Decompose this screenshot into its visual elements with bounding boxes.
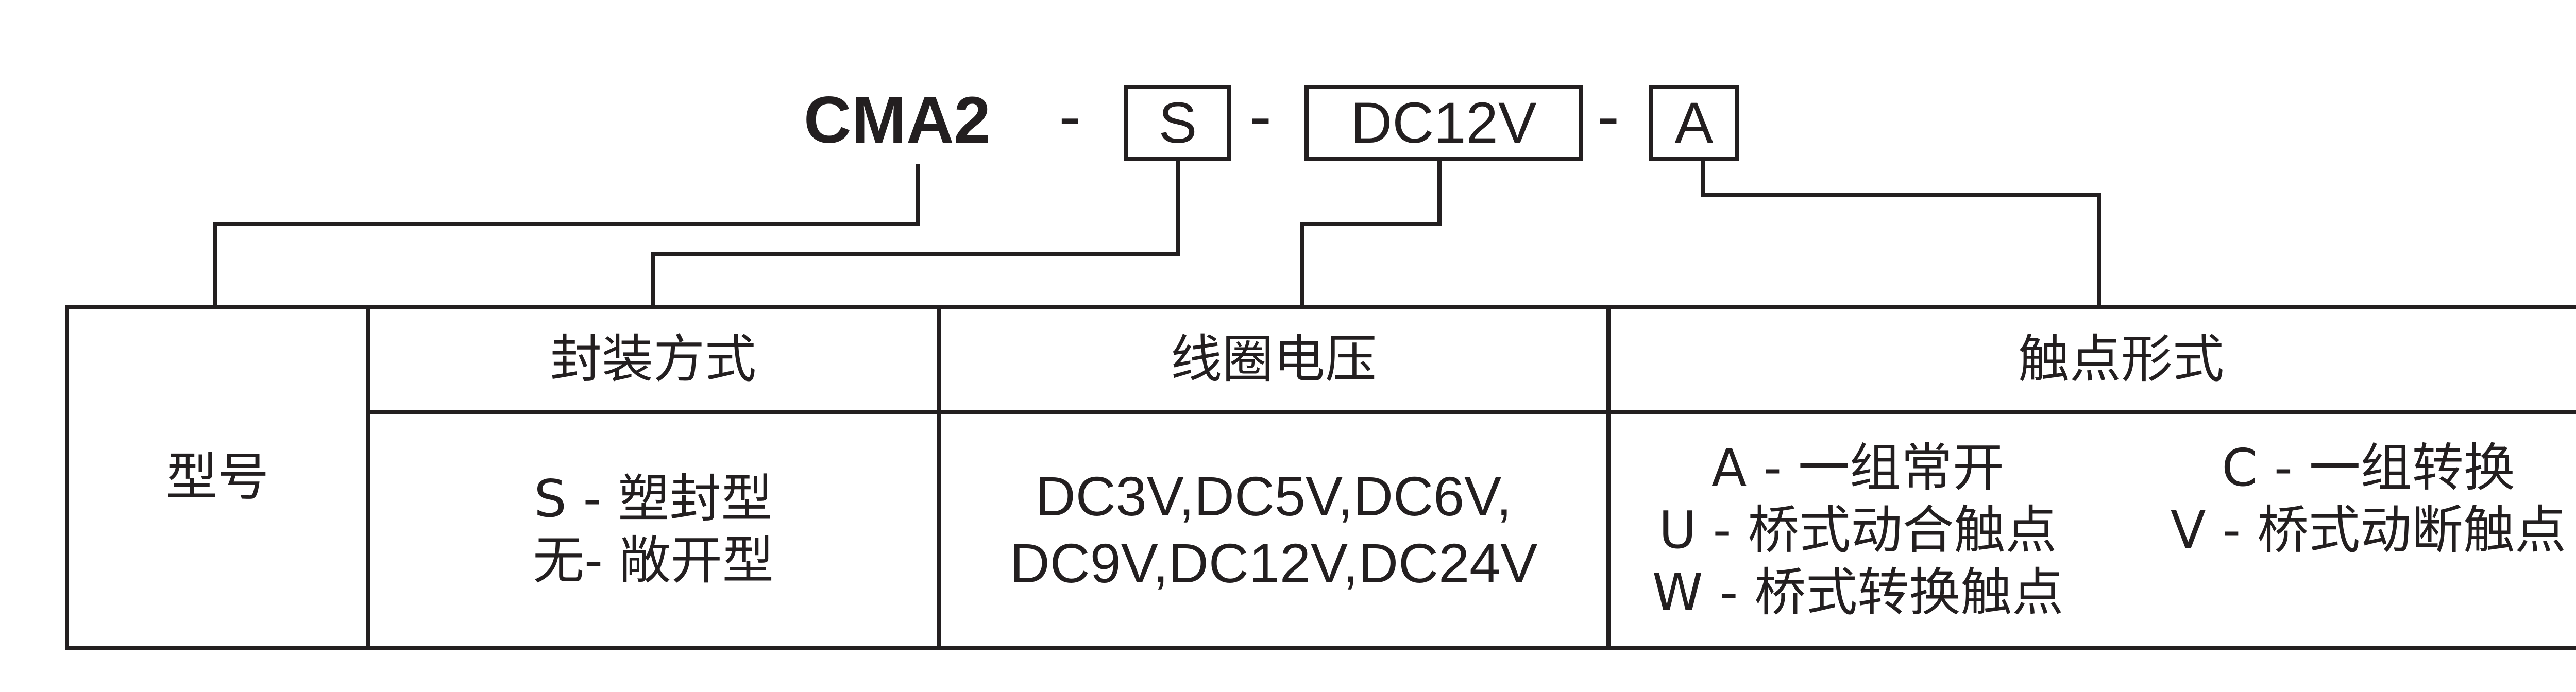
contact-options-cell: A - 一组常开 C - 一组转换 U - 桥式动合触点 V - 桥式动断触点 … — [1606, 410, 2576, 650]
contact-option: C - 一组转换 — [2222, 437, 2515, 498]
contact-option: A - 一组常开 — [1711, 437, 2005, 498]
separator-dash: - — [1059, 81, 1081, 153]
header-packaging: 封装方式 — [366, 305, 941, 414]
code-voltage-value: DC12V — [1350, 91, 1537, 155]
model-label-cell: 型号 — [65, 305, 370, 650]
connector-contacts — [1701, 161, 2101, 305]
model-label: 型号 — [166, 447, 269, 507]
spec-table: 型号 封装方式 线圈电压 触点形式 S - 塑封型 无- 敞开型 DC3V,DC… — [65, 305, 2576, 650]
connector-model — [213, 164, 920, 305]
code-contacts-value: A — [1674, 91, 1714, 155]
packaging-options-cell: S - 塑封型 无- 敞开型 — [366, 410, 941, 650]
packaging-option: 无- 敞开型 — [533, 530, 774, 591]
code-box-contacts: A — [1649, 85, 1739, 161]
code-packaging-value: S — [1158, 91, 1197, 155]
packaging-option: S - 塑封型 — [534, 469, 773, 529]
header-contacts: 触点形式 — [1606, 305, 2576, 414]
voltage-line: DC3V,DC5V,DC6V, — [1035, 465, 1512, 528]
header-voltage: 线圈电压 — [937, 305, 1611, 414]
model-code-base: CMA2 — [804, 83, 991, 157]
voltage-options-cell: DC3V,DC5V,DC6V, DC9V,DC12V,DC24V — [937, 410, 1611, 650]
contact-option: U - 桥式动合触点 — [1658, 499, 2057, 560]
contact-option: V - 桥式动断触点 — [2170, 499, 2567, 560]
separator-dash: - — [1249, 81, 1272, 153]
voltage-line: DC9V,DC12V,DC24V — [1009, 532, 1538, 594]
separator-dash: - — [1597, 81, 1620, 153]
contact-option: W - 桥式转换触点 — [1652, 562, 2064, 622]
code-box-packaging: S — [1124, 85, 1231, 161]
connector-packaging — [651, 161, 1180, 305]
connector-voltage — [1300, 161, 1442, 305]
code-box-voltage: DC12V — [1304, 85, 1583, 161]
